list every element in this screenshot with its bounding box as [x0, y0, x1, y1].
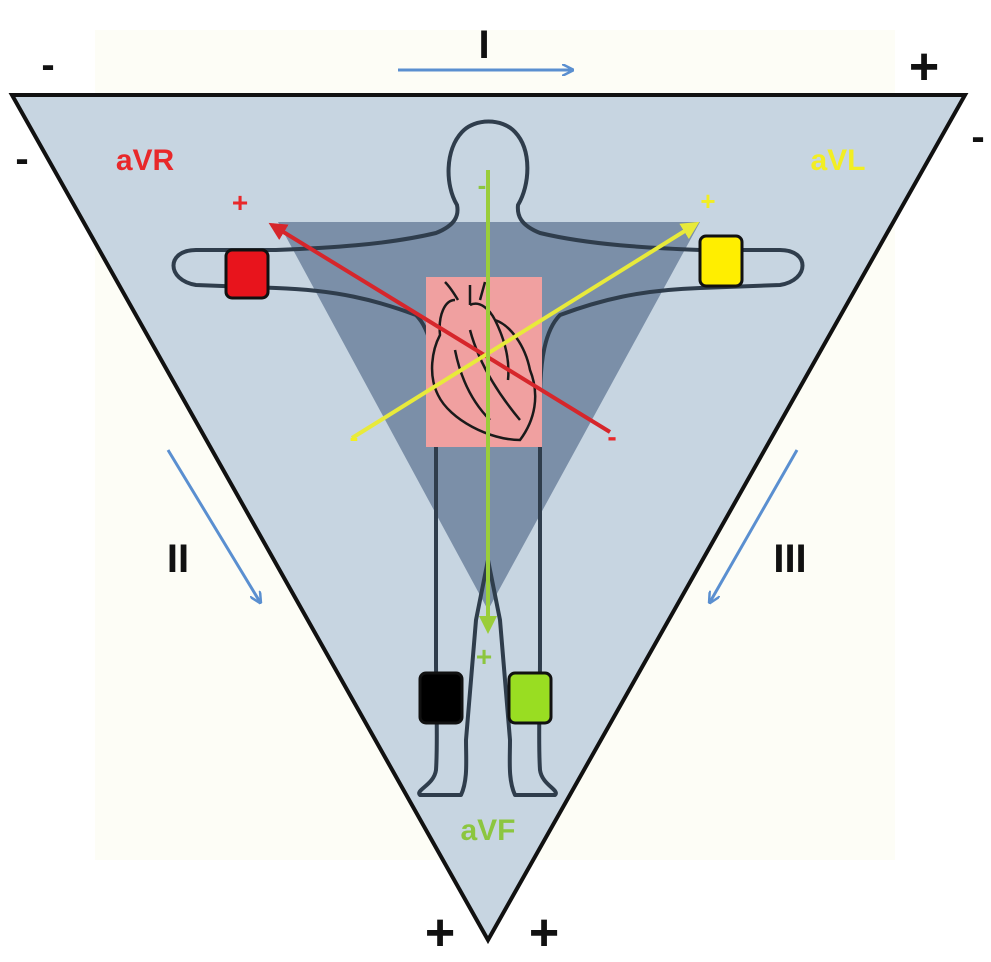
bottom-left-sign: +	[425, 904, 455, 962]
left-arm-electrode	[698, 234, 744, 288]
heart-icon	[430, 281, 537, 442]
avr-label: aVR	[116, 144, 175, 177]
avf-negative-sign: -	[478, 170, 487, 200]
top-right-outer-sign: +	[909, 38, 939, 96]
lead-i-label: I	[478, 23, 489, 67]
avl-vector	[350, 221, 700, 440]
top-right-inner-sign: -	[971, 115, 984, 159]
avf-label: aVF	[460, 814, 515, 847]
lead-ii-label: II	[167, 537, 189, 581]
right-leg-electrode	[418, 671, 464, 725]
bottom-right-sign: +	[529, 904, 559, 962]
avr-positive-sign: +	[232, 187, 248, 218]
body-outline	[171, 119, 805, 797]
top-left-outer-sign: -	[41, 43, 54, 87]
avl-positive-sign: +	[700, 186, 715, 216]
top-left-inner-sign: -	[15, 137, 28, 181]
left-leg-electrode	[507, 671, 553, 725]
right-arm-electrode	[224, 248, 270, 300]
lead-iii-label: III	[773, 537, 806, 581]
avl-label: aVL	[810, 144, 865, 177]
avr-vector	[268, 222, 612, 434]
avl-negative-sign: -	[350, 422, 359, 452]
lead-iii-arrow	[710, 449, 799, 602]
lead-ii-arrow	[166, 449, 260, 602]
avf-positive-sign: +	[476, 641, 492, 672]
avr-negative-sign: -	[607, 421, 616, 452]
